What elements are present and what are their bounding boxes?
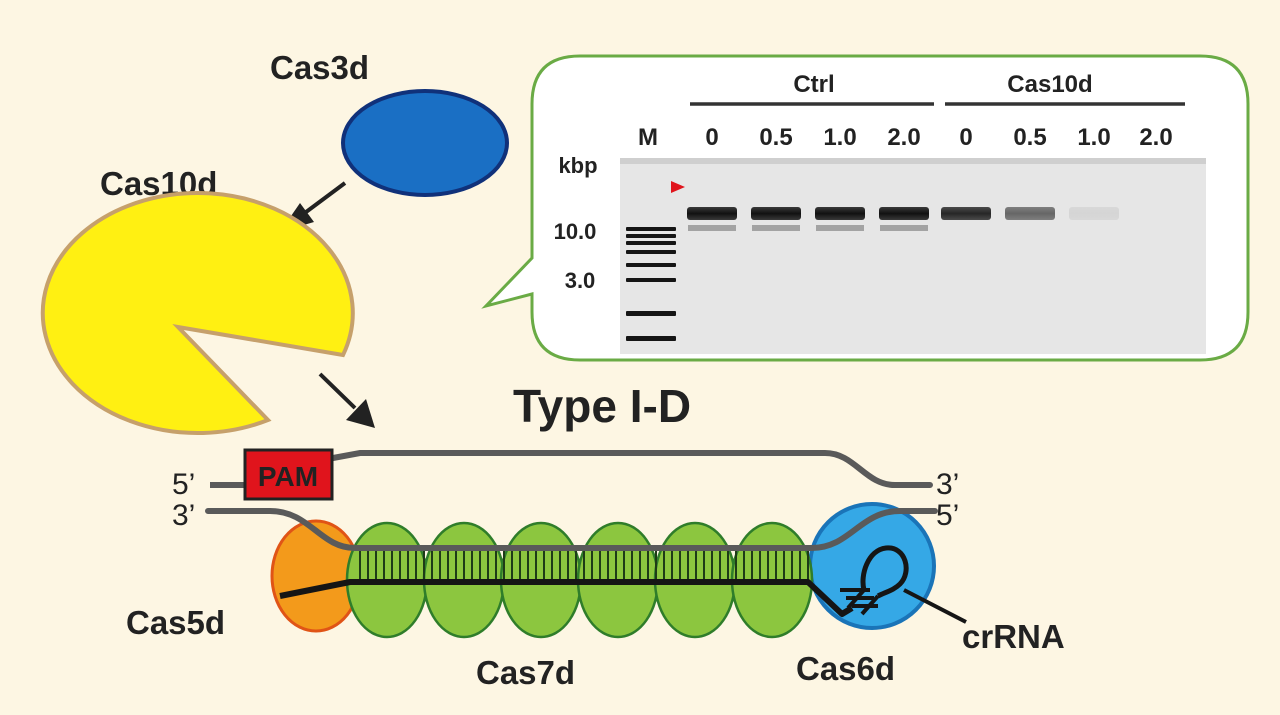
- crrna-hairpin: [840, 545, 909, 616]
- nontarget-strand: [330, 450, 933, 488]
- pam-box: [243, 448, 334, 501]
- gel-lane-ctrl-1: 0: [705, 124, 718, 151]
- cas6d-label: Cas6d: [796, 650, 895, 687]
- cas7d-label: Cas7d: [476, 654, 575, 691]
- cas3d-label: Cas3d: [270, 49, 369, 86]
- gel-band-lane-5: [941, 207, 991, 220]
- gel-band-lane-1: [687, 207, 737, 220]
- cas3d-ellipse: [341, 89, 509, 197]
- diagram-title: Type I-D: [513, 380, 691, 432]
- crrna-strand: [279, 579, 854, 617]
- gel-group-ctrl: Ctrl: [793, 71, 834, 98]
- gel-band-lane-3: [815, 207, 865, 220]
- dna-end-bottom-right: 5’: [936, 499, 959, 532]
- crrna-pointer-line: [903, 588, 967, 624]
- gel-size-unit: kbp: [558, 153, 597, 178]
- gel-faint-band-lane-3: [816, 225, 864, 231]
- gel-group-cas10d: Cas10d: [1007, 71, 1092, 98]
- cascade-complex: PAM: [205, 448, 967, 639]
- gel-lane-marker: M: [638, 124, 658, 151]
- gel-lane-cas10d-1: 0: [959, 124, 972, 151]
- dna-end-top-left: 5’: [172, 468, 195, 501]
- gel-faint-band-lane-2: [752, 225, 800, 231]
- base-pair-ladder: [359, 550, 809, 581]
- cas6d-subunit: [808, 502, 936, 630]
- marker-ladder: [626, 227, 676, 341]
- arrow-cas10d-to-complex: [318, 372, 375, 428]
- target-strand: [205, 508, 938, 551]
- gel-lane-ctrl-2: 0.5: [759, 124, 792, 151]
- cas10d-pacman: [40, 191, 355, 436]
- dna-end-bottom-left: 3’: [172, 499, 195, 532]
- gel-lane-cas10d-4: 2.0: [1139, 124, 1172, 151]
- gel-lane-ctrl-4: 2.0: [887, 124, 920, 151]
- gel-band-lane-2: [751, 207, 801, 220]
- gel-size-10: 10.0: [554, 219, 597, 244]
- gel-faint-band-lane-4: [880, 225, 928, 231]
- gel-band-lane-7: [1069, 207, 1119, 220]
- gel-callout: Ctrl Cas10d M 0 0.5 1.0 2.0 0 0.5 1.0 2.…: [481, 54, 1250, 362]
- gel-faint-band-lane-1: [688, 225, 736, 231]
- gel-size-3: 3.0: [565, 268, 596, 293]
- gel-lane-cas10d-2: 0.5: [1013, 124, 1046, 151]
- dna-end-top-right: 3’: [936, 468, 959, 501]
- gel-band-lane-4: [879, 207, 929, 220]
- cas5d-label: Cas5d: [126, 604, 225, 641]
- gel-bands: [687, 207, 1119, 231]
- gel-image: [620, 158, 1206, 354]
- gel-lane-ctrl-3: 1.0: [823, 124, 856, 151]
- gel-lane-cas10d-3: 1.0: [1077, 124, 1110, 151]
- crrna-label: crRNA: [962, 618, 1065, 655]
- nicked-band-marker: [671, 181, 685, 193]
- pam-label: PAM: [258, 461, 318, 492]
- gel-band-lane-6: [1005, 207, 1055, 220]
